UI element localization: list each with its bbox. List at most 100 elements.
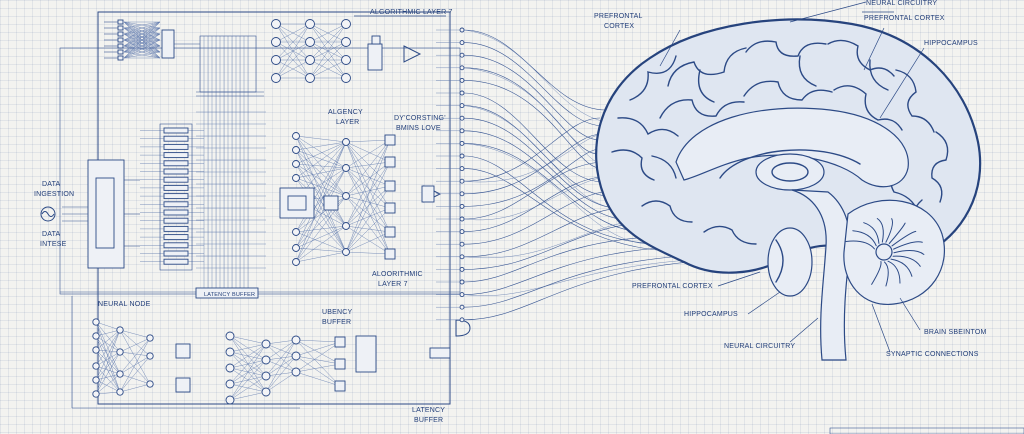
mesh-edge [265, 371, 297, 393]
title-block-edge [829, 427, 1024, 434]
mesh-node [384, 156, 396, 168]
mesh-node [334, 358, 346, 370]
mesh-edge [295, 167, 347, 249]
mesh-edge [229, 359, 267, 401]
mesh-node [92, 332, 100, 340]
mesh-node [261, 355, 271, 365]
mesh-edge [295, 231, 347, 253]
mesh-node [146, 380, 154, 388]
mesh-edge [95, 351, 121, 367]
output-pin [459, 103, 465, 109]
mesh-node [342, 222, 350, 230]
mesh-edge [295, 251, 347, 263]
mesh-edge [119, 351, 151, 357]
waveform-icon-wave [41, 211, 55, 217]
mesh-node [92, 376, 100, 384]
mesh-edge [309, 23, 347, 43]
signal-wire [463, 143, 647, 233]
signal-wire [463, 155, 665, 245]
mesh-edge [345, 207, 391, 253]
mesh-edge [345, 167, 391, 209]
mesh-node [342, 138, 350, 146]
mesh-edge [295, 149, 347, 227]
mesh-node [291, 367, 301, 377]
mesh-edge [95, 329, 121, 395]
mesh-edge [275, 41, 311, 79]
mesh-edge [95, 373, 121, 381]
mesh-node [261, 371, 271, 381]
neural-circuitry-bottom-label: NEURAL CIRCUITRY [724, 343, 795, 350]
processing-blocks [175, 35, 471, 393]
mesh-edge [345, 195, 391, 233]
alorithmic-layer-mid-label-2: LAYER 7 [378, 281, 408, 288]
mesh-edge [345, 185, 391, 197]
mesh-edge [295, 355, 341, 365]
output-pin [459, 191, 465, 197]
mesh-edge [295, 341, 341, 357]
mesh-edge [295, 149, 347, 253]
register-stack [140, 123, 204, 271]
mesh-edge [345, 141, 391, 187]
mesh-node [291, 351, 301, 361]
mesh-edge [345, 161, 391, 253]
signal-wire [463, 161, 607, 220]
register-cell [163, 258, 189, 265]
arbor-vitae [845, 217, 925, 287]
mesh-edge [345, 161, 391, 197]
mesh-node [225, 363, 235, 373]
ubency-buffer-label-1: UBENCY [322, 309, 353, 316]
mesh-node [292, 244, 300, 252]
mesh-edge [229, 335, 267, 345]
mesh-edge [95, 373, 121, 395]
output-pin [459, 203, 465, 209]
output-pin [459, 115, 465, 121]
mesh-edge [295, 363, 341, 373]
arbor-branch [891, 230, 917, 247]
mesh-edge [295, 341, 341, 373]
output-pin [459, 90, 465, 96]
buffer-network [225, 331, 346, 405]
mesh-edge [119, 329, 151, 357]
mesh-edge [345, 139, 391, 169]
mesh-node [116, 370, 124, 378]
output-pin [459, 292, 465, 298]
mesh-wire [123, 21, 161, 59]
brain-illustration [595, 18, 982, 361]
mesh-node [305, 19, 315, 29]
arbor-branch [887, 260, 901, 284]
mesh-node [341, 55, 351, 65]
pin-pad [117, 25, 124, 31]
mesh-node [334, 336, 346, 348]
mesh-node [384, 202, 396, 214]
mesh-edge [119, 351, 151, 385]
register-cell [163, 209, 189, 216]
mesh-node [225, 331, 235, 341]
mesh-node [116, 348, 124, 356]
arbor-branch [893, 241, 923, 250]
mesh-edge [295, 163, 347, 197]
register-cell [163, 201, 189, 208]
output-pin [459, 40, 465, 46]
dycorsting-label-1: DY'CORSTING' [394, 115, 446, 122]
register-cell [163, 225, 189, 232]
mesh-node [291, 335, 301, 345]
signal-wire [463, 117, 619, 209]
mesh-edge [345, 167, 391, 187]
hippocampus-lobe [767, 227, 813, 297]
mesh-edge [229, 343, 267, 401]
mesh-node [146, 334, 154, 342]
neural-node-label: NEURAL NODE [98, 301, 151, 308]
mesh-edge [95, 351, 121, 381]
mesh-edge [345, 167, 391, 233]
latency-buffer-bottom-label-2: BUFFER [414, 417, 443, 424]
mesh-node [384, 180, 396, 192]
mesh-edge [295, 163, 347, 169]
hippocampus-lower-label: HIPPOCAMPUS [684, 311, 738, 318]
register-cell [163, 168, 189, 175]
mesh-edge [119, 383, 151, 393]
mesh-edge [295, 167, 347, 263]
mesh-edge [295, 141, 347, 165]
data-intese-label-1: DATA [42, 231, 61, 238]
mesh-edge [295, 141, 347, 249]
